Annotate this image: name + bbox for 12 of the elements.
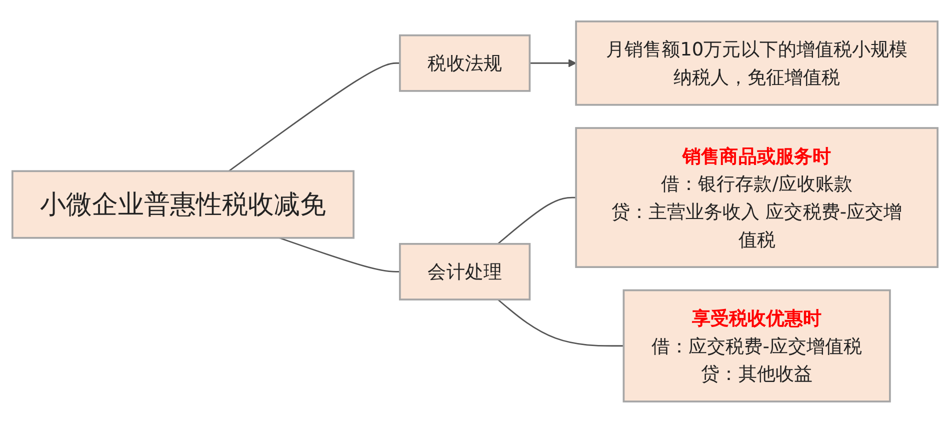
node-box [398,242,531,300]
connector [278,236,400,272]
connector [497,298,624,346]
node-box [622,288,891,402]
arrow [530,58,576,67]
connector [497,196,576,244]
node-box [398,34,531,92]
node-box [575,20,938,106]
mind-map-diagram: 小微企业普惠性税收减免 税收法规 月销售额10万元以下的增值税小规模纳税人，免征增值税 会计处理 销售商品或服务时 借：银行存款/应收账款 贷：主营业务收入 应交税费-应交增值税 享受税收优惠时 借：应交税费-应交增值税 贷：其他收益 [5,14,945,408]
connector [228,62,400,172]
node-box [12,170,354,238]
node-box [575,126,938,268]
